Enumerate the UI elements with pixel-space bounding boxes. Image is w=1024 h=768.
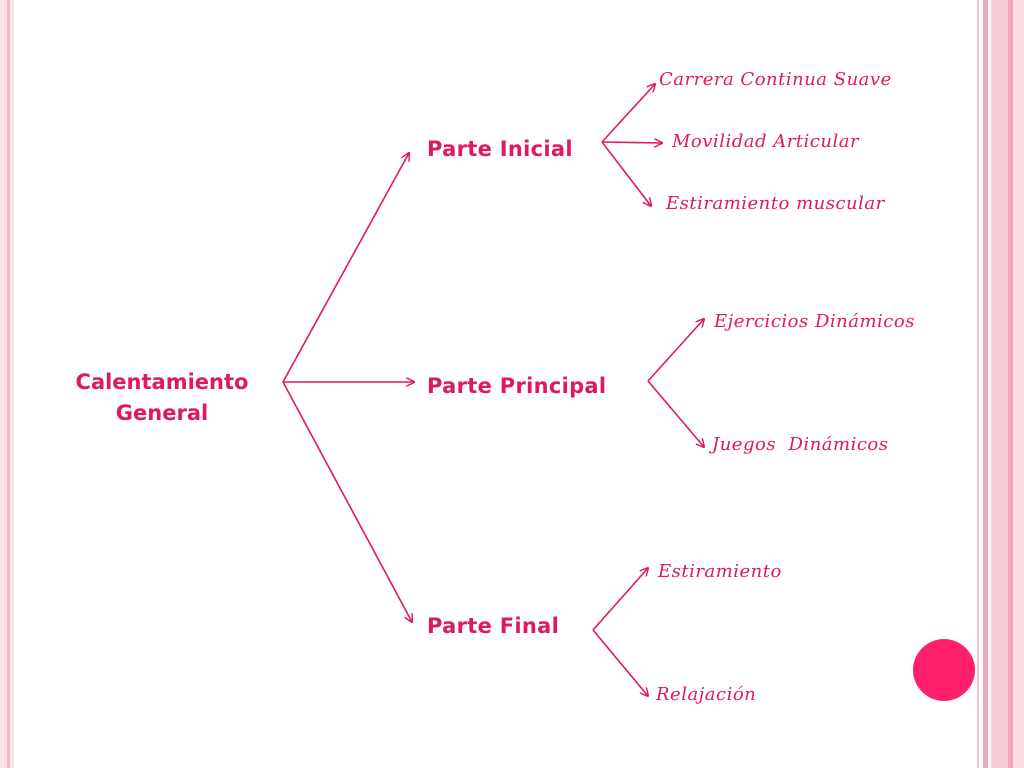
root-label-line1: Calentamiento	[75, 370, 249, 394]
arrow-principal-to-ejercicios	[647, 319, 704, 382]
arrow-principal-to-juegos	[647, 380, 704, 447]
leaf-estiramiento-muscular: Estiramiento muscular	[666, 193, 885, 214]
leaf-juegos-dinamicos: Juegos Dinámicos	[712, 434, 889, 455]
root-node-calentamiento-general: Calentamiento General	[52, 367, 272, 429]
leaf-movilidad-articular: Movilidad Articular	[672, 131, 860, 152]
branch-parte-principal: Parte Principal	[427, 374, 607, 398]
leaf-estiramiento: Estiramiento	[658, 561, 782, 582]
arrow-final-to-estiramiento	[592, 568, 648, 631]
branch-parte-final: Parte Final	[427, 614, 560, 638]
arrow-root-to-final	[282, 381, 412, 622]
arrow-inicial-to-movilidad	[601, 142, 662, 143]
leaf-ejercicios-dinamicos: Ejercicios Dinámicos	[714, 311, 915, 332]
arrow-final-to-relajacion	[592, 629, 648, 696]
left-decorative-border	[0, 0, 14, 768]
arrow-inicial-to-estiramiento-muscular	[601, 141, 651, 206]
branch-parte-inicial: Parte Inicial	[427, 137, 573, 161]
leaf-relajacion: Relajación	[656, 684, 757, 705]
decorative-circle	[913, 639, 975, 701]
arrow-root-to-inicial	[282, 153, 409, 383]
leaf-carrera-continua-suave: Carrera Continua Suave	[659, 69, 892, 90]
arrow-inicial-to-carrera	[601, 84, 655, 143]
right-decorative-border	[977, 0, 1024, 768]
root-label-line2: General	[115, 401, 209, 425]
